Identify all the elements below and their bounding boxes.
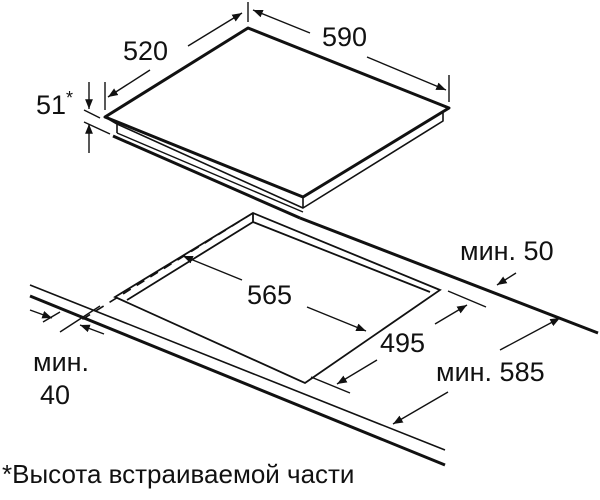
hob-height-label: 51* — [36, 89, 73, 120]
cutout-outline — [113, 211, 442, 385]
hob-depth-label: 520 — [123, 36, 169, 66]
hob-width-label: 590 — [322, 22, 368, 52]
hob-height-asterisk: * — [66, 88, 74, 108]
footnote: *Высота встраиваемой части — [2, 459, 355, 489]
side-clearance-label-line1: мин. — [33, 347, 90, 377]
hob-height-value: 51 — [36, 90, 67, 120]
side-clearance-label-line2: 40 — [40, 380, 71, 410]
worktop-depth-label: мин. 585 — [436, 357, 545, 387]
worktop-lines — [29, 212, 599, 467]
hob-outline — [103, 26, 451, 220]
cutout-width-label: 565 — [247, 280, 293, 310]
back-clearance-label: мин. 50 — [460, 236, 554, 266]
dimension-lines — [29, 2, 561, 425]
cutout-depth-label: 495 — [380, 328, 426, 358]
